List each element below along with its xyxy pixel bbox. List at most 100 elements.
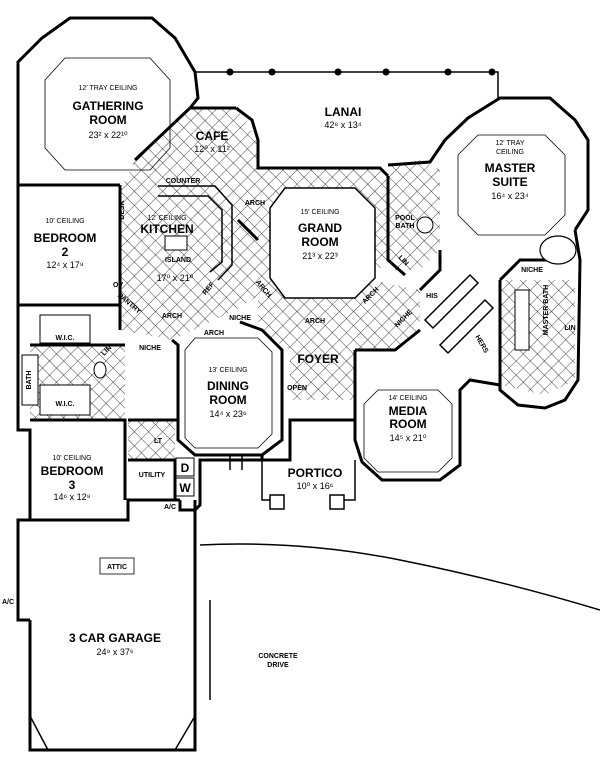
portico-name: PORTICO <box>288 466 343 480</box>
desk-label: DESK <box>119 200 126 219</box>
grand-name-2: ROOM <box>301 235 338 249</box>
media-name-1: MEDIA <box>389 404 428 418</box>
lanai-post <box>488 68 496 76</box>
arch-label: ARCH <box>162 313 182 320</box>
media-name-2: ROOM <box>389 417 426 431</box>
ac-label: A/C <box>164 504 176 511</box>
attic-box <box>99 557 135 575</box>
bedroom2-ceiling: 10' CEILING <box>45 218 84 225</box>
open-label: OPEN <box>287 385 307 392</box>
grand-ceiling: 15' CEILING <box>300 209 339 216</box>
portico-column <box>269 494 285 510</box>
dining-name-1: DINING <box>207 379 249 393</box>
garage-name: 3 CAR GARAGE <box>69 631 161 645</box>
dryer-box <box>175 457 195 477</box>
media-dims: 14⁵ x 21⁰ <box>390 433 427 443</box>
counter-label: COUNTER <box>166 178 201 185</box>
bath-label: BATH <box>26 371 33 390</box>
media-ceiling-outline <box>363 389 453 473</box>
gathering-name-1: GATHERING <box>72 99 143 113</box>
bedroom2-name-2: 2 <box>62 245 69 259</box>
gathering-ceiling-outline <box>44 57 171 171</box>
dining-ceiling-outline <box>184 337 273 449</box>
portico-column <box>329 494 345 510</box>
pool-bath-label-2: BATH <box>396 223 415 230</box>
master-ceiling-1: 12' TRAY <box>495 140 524 147</box>
dining-name-2: ROOM <box>209 393 246 407</box>
lt-label: LT <box>154 438 163 445</box>
gathering-ceiling: 12' TRAY CEILING <box>79 85 138 92</box>
portico-dims: 10⁰ x 16⁶ <box>297 481 334 491</box>
exterior-walls <box>16 16 590 752</box>
grand-name-1: GRAND <box>298 221 342 235</box>
wic-closet-top <box>39 314 91 344</box>
kitchen-dims: 17⁰ x 21⁰ <box>157 273 194 283</box>
master-name-2: SUITE <box>492 175 527 189</box>
grand-room-floor <box>269 187 376 299</box>
tile-laundry <box>128 420 175 460</box>
dining-room-floor <box>178 330 282 455</box>
wic-closet-bottom <box>39 384 91 416</box>
lin-label: LIN <box>564 325 575 332</box>
gathering-name-2: ROOM <box>89 113 126 127</box>
master-ceiling-outline <box>457 134 566 236</box>
washer-box <box>175 477 195 497</box>
room-fills <box>178 187 376 455</box>
kitchen-name: KITCHEN <box>140 222 193 236</box>
pool-bath-label-1: POOL <box>395 215 416 222</box>
dryer-label: D <box>181 461 190 475</box>
master-dims: 16⁴ x 23⁴ <box>491 191 528 201</box>
kitchen-island: ISLAND <box>165 257 191 264</box>
master-vanity <box>514 289 530 351</box>
wic-label-top: W.I.C. <box>55 335 74 342</box>
room-labels: 12' TRAY CEILING GATHERING ROOM 23² x 22… <box>34 85 536 669</box>
lanai-post <box>444 68 452 76</box>
toilet <box>93 361 107 379</box>
ac-label: A/C <box>2 599 14 606</box>
foyer-floor <box>290 350 355 400</box>
cafe-dims: 12⁰ x 11² <box>194 144 229 154</box>
drive-line-2: DRIVE <box>267 662 289 669</box>
lanai-name: LANAI <box>325 105 362 119</box>
tile-master-entry <box>388 160 440 270</box>
tub <box>21 354 39 406</box>
lanai-post <box>226 68 234 76</box>
lanai-post <box>382 68 390 76</box>
bedroom3-ceiling: 10' CEILING <box>52 455 91 462</box>
lanai-dims: 42⁸ x 13⁴ <box>324 120 361 130</box>
pool-bath-sink <box>416 216 434 234</box>
attic-label: ATTIC <box>107 564 127 571</box>
washer-label: W <box>179 481 191 495</box>
arch-label: ARCH <box>204 330 224 337</box>
wic-label-bottom: W.I.C. <box>55 401 74 408</box>
foyer-name: FOYER <box>297 352 339 366</box>
bedroom3-dims: 14⁶ x 12⁹ <box>53 492 90 502</box>
niche-label: NICHE <box>139 345 161 352</box>
drive <box>199 543 600 700</box>
master-name-1: MASTER <box>485 161 536 175</box>
master-tub <box>539 235 577 265</box>
lanai-post <box>268 68 276 76</box>
bedroom2-name-1: BEDROOM <box>34 231 97 245</box>
bedroom2-dims: 12⁴ x 17⁹ <box>46 260 83 270</box>
ov-label: OV <box>113 282 123 289</box>
dining-dims: 14⁴ x 23⁶ <box>209 409 246 419</box>
arch-label: ARCH <box>245 200 265 207</box>
niche-label: NICHE <box>229 315 251 322</box>
cafe-name: CAFE <box>196 129 229 143</box>
grand-dims: 21³ x 22³ <box>302 251 338 261</box>
bedroom3-name-1: BEDROOM <box>41 464 104 478</box>
kitchen-ceiling: 12' CEILING <box>147 215 186 222</box>
lanai-outline <box>195 68 499 100</box>
his-label: HIS <box>426 293 438 300</box>
dining-ceiling: 13' CEILING <box>208 367 247 374</box>
hers-label: HERS <box>473 334 489 355</box>
garage-dims: 24⁹ x 37⁶ <box>96 647 133 657</box>
lanai-post <box>334 68 342 76</box>
tile-cafe-kitchen <box>120 108 258 340</box>
fixtures <box>21 216 577 575</box>
gathering-dims: 23² x 22¹⁰ <box>88 130 128 140</box>
bedroom3-name-2: 3 <box>69 478 76 492</box>
kitchen-cooktop <box>164 235 188 251</box>
